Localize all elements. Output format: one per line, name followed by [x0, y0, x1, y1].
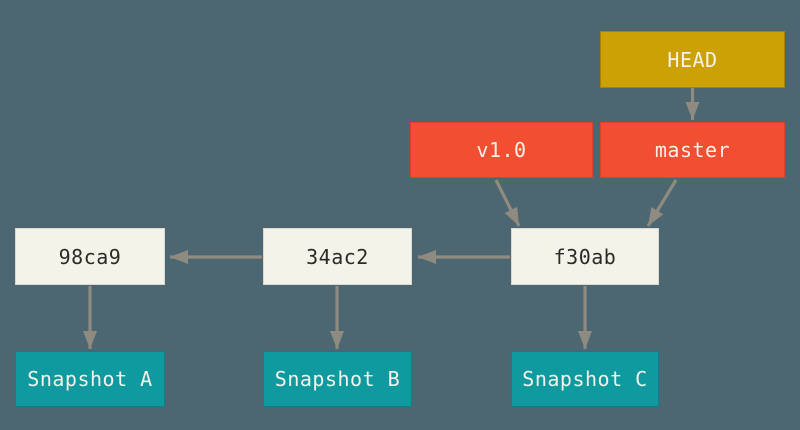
- snapshot-a-label: Snapshot A: [27, 367, 153, 391]
- arrow-master-to-f30ab: [646, 179, 678, 227]
- node-head-pointer: HEAD: [600, 31, 785, 88]
- node-snapshot-a: Snapshot A: [15, 351, 165, 407]
- branch-master-label: master: [654, 138, 731, 162]
- node-tag-v1.0: v1.0: [410, 122, 593, 178]
- tag-v1.0-label: v1.0: [476, 138, 527, 162]
- node-commit-34ac2: 34ac2: [263, 228, 412, 285]
- commit-f30ab-label: f30ab: [553, 244, 617, 269]
- commit-34ac2-label: 34ac2: [306, 244, 369, 269]
- head-label: HEAD: [667, 47, 718, 72]
- commit-98ca9-label: 98ca9: [58, 244, 122, 269]
- node-snapshot-c: Snapshot C: [511, 351, 659, 407]
- node-snapshot-b: Snapshot B: [263, 351, 412, 407]
- snapshot-b-label: Snapshot B: [274, 367, 401, 391]
- snapshot-c-label: Snapshot C: [522, 367, 648, 391]
- node-commit-f30ab: f30ab: [511, 228, 659, 285]
- node-branch-master: master: [600, 122, 785, 178]
- node-commit-98ca9: 98ca9: [15, 228, 165, 285]
- arrow-v1-to-f30ab: [494, 179, 521, 227]
